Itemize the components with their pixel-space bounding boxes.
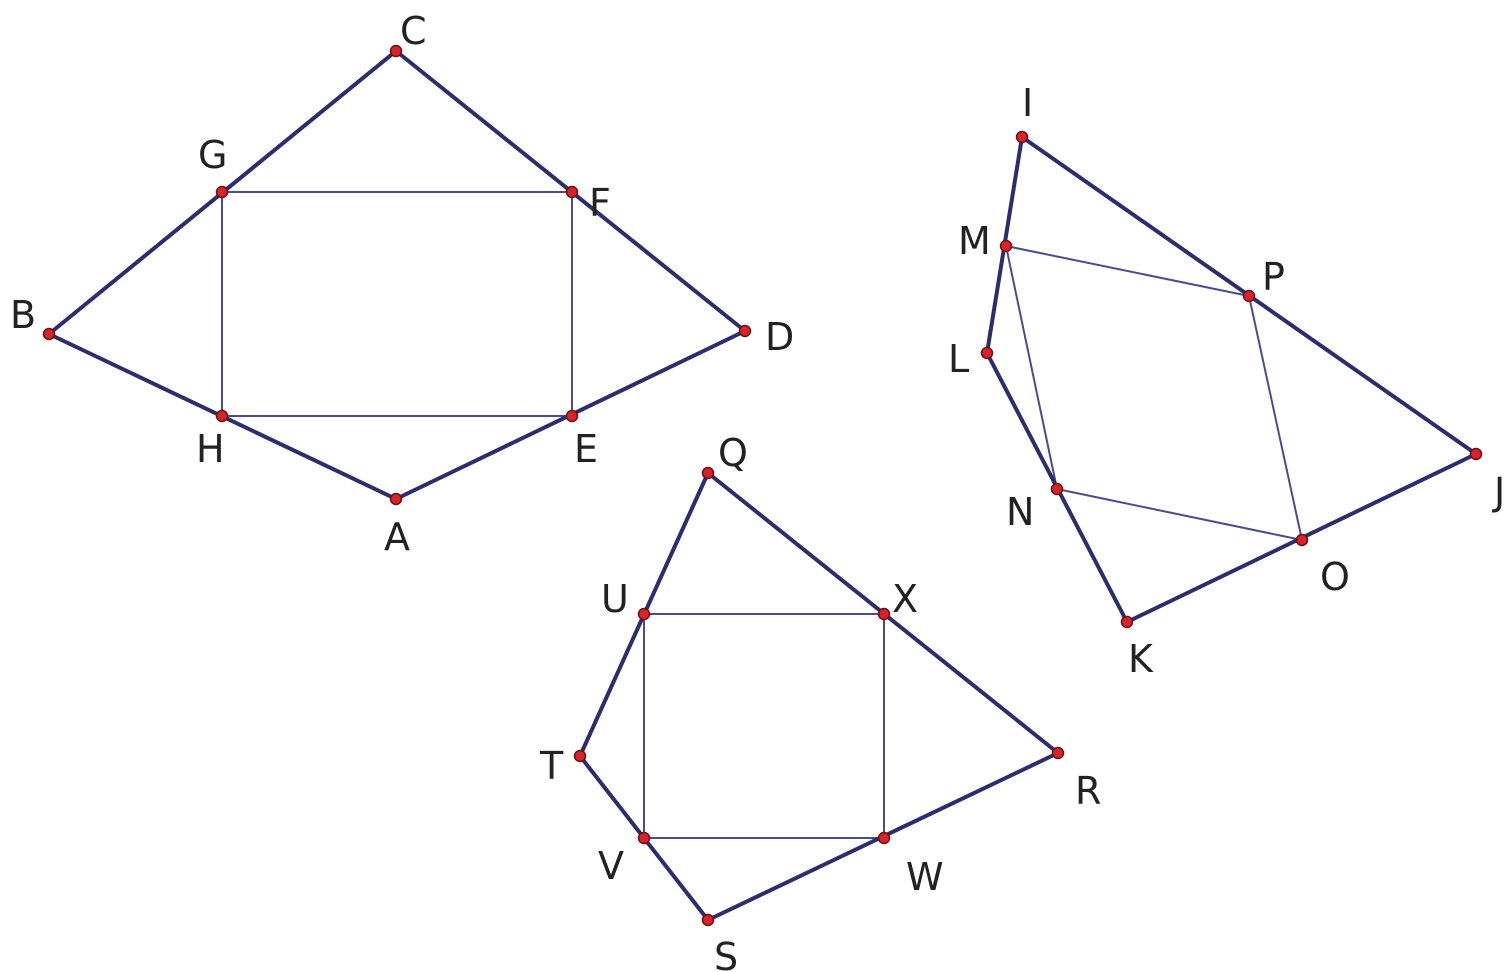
vertex-label-s: S — [714, 935, 738, 972]
vertex-point-q — [701, 466, 715, 480]
midpoint-edge-MP — [1005, 245, 1250, 297]
vertex-label-i: I — [1022, 81, 1033, 125]
vertex-point-l — [980, 346, 994, 360]
vertex-label-v: V — [598, 844, 624, 888]
vertex-label-q: Q — [718, 431, 748, 475]
vertex-point-a — [389, 492, 403, 506]
vertex-label-p: P — [1262, 255, 1285, 299]
vertex-label-x: X — [892, 577, 918, 621]
vertex-label-k: K — [1128, 637, 1154, 681]
vertex-label-u: U — [601, 577, 629, 621]
vertex-point-i — [1015, 130, 1029, 144]
vertex-point-d — [738, 324, 752, 338]
vertex-label-e: E — [574, 427, 598, 471]
vertex-point-b — [42, 327, 56, 341]
vertex-point-h — [215, 409, 229, 423]
vertex-point-k — [1120, 615, 1134, 629]
midpoint-edge-NM — [1005, 245, 1058, 490]
vertex-point-e — [565, 409, 579, 423]
vertex-point-x — [877, 607, 891, 621]
vertex-point-s — [701, 913, 715, 927]
points-layer — [42, 44, 1483, 927]
vertex-label-r: R — [1075, 769, 1101, 813]
vertex-point-g — [215, 185, 229, 199]
vertex-point-f — [565, 185, 579, 199]
vertex-label-g: G — [198, 133, 227, 177]
vertex-point-o — [1295, 533, 1309, 547]
vertex-label-t: T — [539, 744, 564, 788]
vertex-label-l: L — [948, 337, 969, 381]
vertex-label-o: O — [1320, 555, 1350, 599]
vertex-label-h: H — [196, 427, 225, 471]
vertex-point-n — [1050, 482, 1064, 496]
vertex-label-b: B — [10, 293, 36, 337]
edges-layer — [47, 49, 1478, 922]
vertex-label-c: C — [400, 9, 427, 53]
vertex-point-r — [1051, 746, 1065, 760]
vertex-point-m — [999, 239, 1013, 253]
vertex-point-w — [877, 831, 891, 845]
vertex-point-p — [1242, 289, 1256, 303]
vertex-point-j — [1469, 447, 1483, 461]
vertex-point-v — [637, 831, 651, 845]
vertex-label-a: A — [384, 515, 410, 559]
midpoint-edge-PO — [1248, 295, 1303, 541]
vertex-label-w: W — [906, 855, 944, 899]
vertex-point-t — [573, 749, 587, 763]
vertex-point-u — [637, 607, 651, 621]
midpoint-edge-ON — [1056, 488, 1303, 541]
vertex-label-d: D — [765, 315, 794, 359]
vertex-label-m: M — [958, 219, 991, 263]
vertex-label-j: J — [1492, 470, 1505, 514]
vertex-label-f: F — [589, 181, 611, 225]
vertex-point-c — [389, 44, 403, 58]
vertex-label-n: N — [1006, 490, 1034, 534]
labels-layer: A B C D E F G H I J K L M N O P Q R S T U V W X — [10, 9, 1505, 972]
